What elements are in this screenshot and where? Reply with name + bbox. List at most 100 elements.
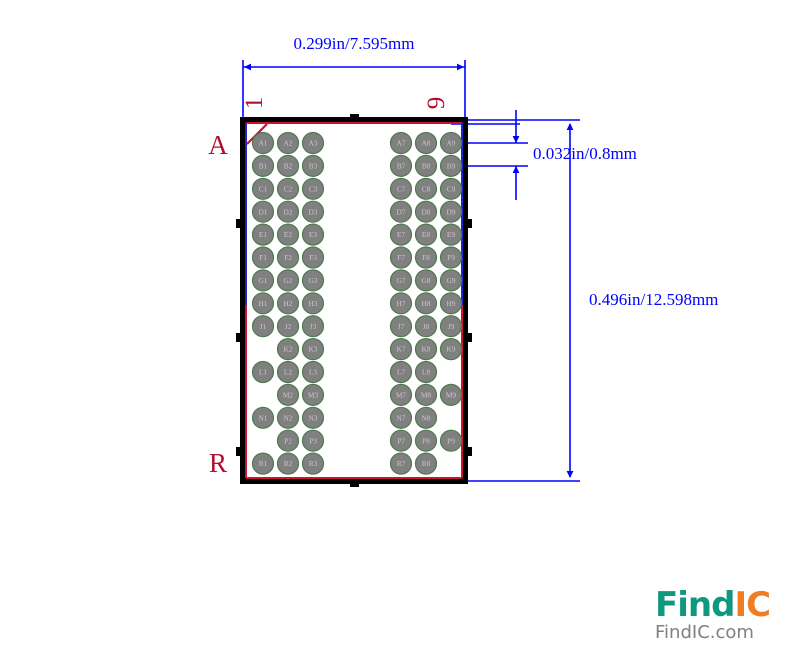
ball-K9: K9 bbox=[439, 338, 463, 361]
ball-P2: P2 bbox=[276, 429, 300, 452]
ball-label-H3: H3 bbox=[308, 299, 317, 308]
ball-pad-H2 bbox=[276, 292, 300, 315]
ball-label-D7: D7 bbox=[396, 207, 405, 216]
ball-pad-E8 bbox=[414, 223, 438, 246]
ball-pad-M9 bbox=[439, 383, 463, 406]
ball-label-J1: J1 bbox=[260, 322, 267, 331]
ball-pad-N8 bbox=[414, 406, 438, 429]
ball-label-E3: E3 bbox=[309, 230, 318, 239]
ball-pad-C8 bbox=[414, 177, 438, 200]
ball-label-N8: N8 bbox=[421, 413, 430, 422]
ball-pad-R3 bbox=[301, 452, 325, 475]
ball-label-N3: N3 bbox=[308, 413, 317, 422]
ball-label-G9: G9 bbox=[446, 276, 455, 285]
ball-pad-B9 bbox=[439, 154, 463, 177]
ball-H3: H3 bbox=[301, 292, 325, 315]
ball-J3: J3 bbox=[301, 315, 325, 338]
ball-G2: G2 bbox=[276, 269, 300, 292]
ball-H1: H1 bbox=[251, 292, 275, 315]
ball-P7: P7 bbox=[389, 429, 413, 452]
ball-pad-E3 bbox=[301, 223, 325, 246]
ball-pad-F9 bbox=[439, 246, 463, 269]
ball-G7: G7 bbox=[389, 269, 413, 292]
ball-G8: G8 bbox=[414, 269, 438, 292]
ball-A3: A3 bbox=[301, 131, 325, 155]
ball-label-L3: L3 bbox=[309, 368, 318, 377]
column-marker-first: 1 bbox=[241, 97, 268, 110]
ball-label-N2: N2 bbox=[283, 413, 292, 422]
ball-E7: E7 bbox=[389, 223, 413, 246]
ball-pad-N7 bbox=[389, 406, 413, 429]
ball-pad-E1 bbox=[251, 223, 275, 246]
package-outline-bottom bbox=[240, 478, 468, 484]
ball-label-P3: P3 bbox=[309, 436, 317, 445]
ball-pad-H9 bbox=[439, 292, 463, 315]
ball-pad-A9 bbox=[439, 131, 463, 155]
ball-H7: H7 bbox=[389, 292, 413, 315]
ball-label-E9: E9 bbox=[447, 230, 456, 239]
ball-pad-K3 bbox=[301, 338, 325, 361]
ball-pad-F3 bbox=[301, 246, 325, 269]
ball-label-K7: K7 bbox=[396, 345, 405, 354]
ball-label-G8: G8 bbox=[421, 276, 430, 285]
ball-label-C7: C7 bbox=[397, 184, 406, 193]
ball-label-H7: H7 bbox=[396, 299, 405, 308]
ball-J7: J7 bbox=[389, 315, 413, 338]
ball-label-M2: M2 bbox=[283, 391, 294, 400]
dimension-arrowhead bbox=[457, 63, 464, 71]
ball-C9: C9 bbox=[439, 177, 463, 200]
ball-pad-P9 bbox=[439, 429, 463, 452]
ball-pad-J8 bbox=[414, 315, 438, 338]
edge-tab-left-1 bbox=[236, 333, 241, 342]
ball-label-F8: F8 bbox=[422, 253, 430, 262]
ball-H2: H2 bbox=[276, 292, 300, 315]
ball-label-B1: B1 bbox=[259, 162, 268, 171]
ball-B2: B2 bbox=[276, 154, 300, 177]
ball-pad-F7 bbox=[389, 246, 413, 269]
ball-pad-L2 bbox=[276, 360, 300, 384]
package-outline-left bbox=[240, 117, 246, 484]
ball-label-H1: H1 bbox=[258, 299, 267, 308]
ball-pad-H7 bbox=[389, 292, 413, 315]
logo-wordmark: FindIC bbox=[655, 588, 795, 622]
ball-label-H8: H8 bbox=[421, 299, 430, 308]
ball-pad-H1 bbox=[251, 292, 275, 315]
ball-pad-M7 bbox=[389, 383, 413, 406]
ball-pad-R8 bbox=[414, 452, 438, 475]
ball-C3: C3 bbox=[301, 177, 325, 200]
ball-pad-F1 bbox=[251, 246, 275, 269]
ball-label-M9: M9 bbox=[446, 391, 457, 400]
ball-pad-C3 bbox=[301, 177, 325, 200]
logo-subtitle: FindIC.com bbox=[655, 622, 754, 643]
ball-pad-D9 bbox=[439, 200, 463, 223]
ball-pad-R7 bbox=[389, 452, 413, 475]
ball-C8: C8 bbox=[414, 177, 438, 200]
ball-pad-A1 bbox=[251, 131, 275, 155]
ball-label-P8: P8 bbox=[422, 436, 430, 445]
ball-A7: A7 bbox=[389, 131, 413, 155]
ball-label-C2: C2 bbox=[284, 184, 293, 193]
ball-pad-C9 bbox=[439, 177, 463, 200]
ball-M8: M8 bbox=[414, 383, 438, 406]
ball-pad-C1 bbox=[251, 177, 275, 200]
ball-E9: E9 bbox=[439, 223, 463, 246]
ball-pad-G9 bbox=[439, 269, 463, 292]
ball-pad-G8 bbox=[414, 269, 438, 292]
ball-label-J2: J2 bbox=[285, 322, 292, 331]
ball-label-J8: J8 bbox=[423, 322, 430, 331]
ball-D7: D7 bbox=[389, 200, 413, 223]
ball-pad-D7 bbox=[389, 200, 413, 223]
ball-pad-F8 bbox=[414, 246, 438, 269]
ball-label-E8: E8 bbox=[422, 230, 431, 239]
ball-pad-E2 bbox=[276, 223, 300, 246]
ball-P3: P3 bbox=[301, 429, 325, 452]
ball-B9: B9 bbox=[439, 154, 463, 177]
ball-pad-E9 bbox=[439, 223, 463, 246]
ball-A9: A9 bbox=[439, 131, 463, 155]
ball-F2: F2 bbox=[276, 246, 300, 269]
ball-pad-B7 bbox=[389, 154, 413, 177]
ball-A2: A2 bbox=[276, 131, 300, 155]
